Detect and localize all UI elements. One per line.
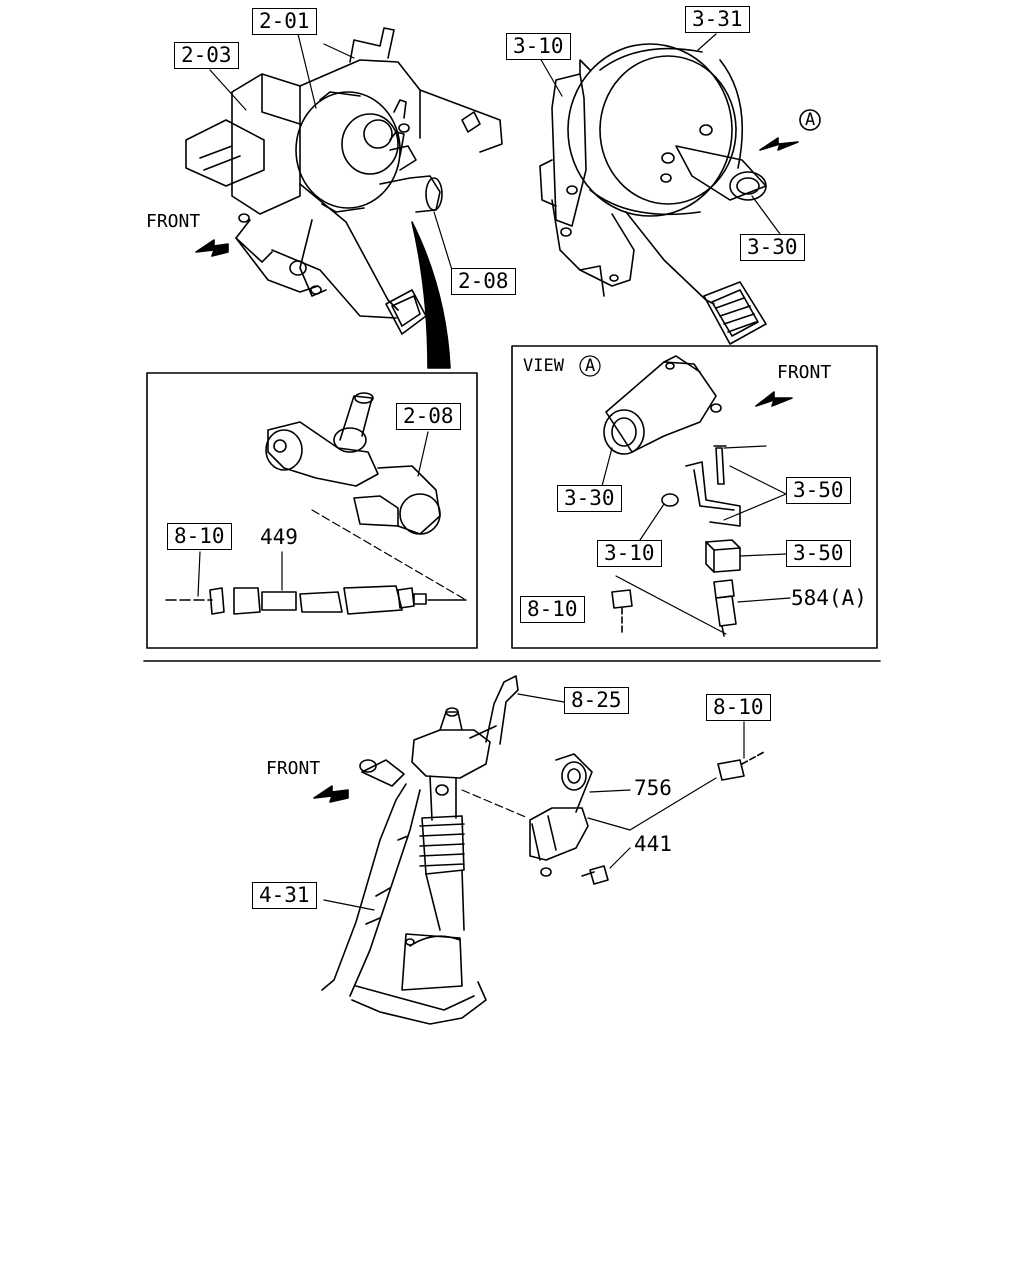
part-label-2-03: 2-03 [174, 42, 239, 69]
part-label-3-31: 3-31 [685, 6, 750, 33]
view-a-arrow-icon [759, 137, 799, 151]
part-label-2-08: 2-08 [451, 268, 516, 295]
part-label-3-50: 3-50 [786, 540, 851, 567]
front-label: FRONT [266, 758, 321, 779]
view-a-title: VIEW [523, 356, 564, 376]
part-label-2-01: 2-01 [252, 8, 317, 35]
brake-switch-bracket [661, 445, 741, 527]
part-label-8-10: 8-10 [520, 596, 585, 623]
part-label-3-10: 3-10 [506, 33, 571, 60]
leader-lines-bottom [323, 693, 745, 911]
leader-lines-detail-left [197, 431, 429, 597]
part-label-3-30: 3-30 [557, 485, 622, 512]
part-label-3-30: 3-30 [740, 234, 805, 261]
leader-lines-view-a [579, 355, 791, 603]
brake-booster [567, 43, 744, 217]
leader-lines-top-left [209, 33, 453, 271]
part-label-3-10: 3-10 [597, 540, 662, 567]
steering-lock-bracket [529, 753, 593, 877]
part-label-756: 756 [634, 776, 672, 800]
master-cylinder-pushrod [660, 124, 767, 201]
part-label-8-10: 8-10 [706, 694, 771, 721]
front-arrow-icon [195, 239, 229, 257]
detail-box-view-a [511, 345, 878, 649]
part-label-8-25: 8-25 [564, 687, 629, 714]
steering-column-support [321, 759, 487, 1025]
clutch-master-cylinder-detail [265, 392, 441, 535]
front-arrow-icon [755, 391, 793, 407]
front-arrow-icon [313, 785, 349, 803]
part-label-2-08: 2-08 [396, 403, 461, 430]
stopper-block [705, 539, 741, 573]
part-label-441: 441 [634, 832, 672, 856]
wire-connector-assembly [165, 585, 467, 615]
callout-arrow [411, 221, 451, 369]
dashed-line-detail [311, 509, 467, 601]
bolt [581, 865, 609, 885]
part-label-8-10: 8-10 [167, 523, 232, 550]
view-a-title-circle: A [585, 356, 596, 376]
front-label: FRONT [146, 211, 201, 232]
view-a-circle-icon [799, 109, 821, 131]
pedal-bracket-assembly [185, 27, 503, 335]
detail-box-clutch-switch [146, 372, 478, 649]
front-label: FRONT [777, 362, 832, 383]
clutch-master-cylinder-booster [295, 91, 443, 213]
part-label-449: 449 [260, 525, 298, 549]
connector-view-a [611, 589, 633, 635]
dashed-line-view-a [615, 575, 727, 635]
stop-light-switch [713, 579, 737, 637]
part-label-4-31: 4-31 [252, 882, 317, 909]
dashed-line-bottom [461, 789, 529, 819]
part-label-584a: 584(A) [791, 586, 867, 610]
connector-bottom [717, 751, 765, 781]
part-label-3-50: 3-50 [786, 477, 851, 504]
pushrod-detail [603, 355, 722, 455]
view-a-indicator-label: A [805, 110, 816, 130]
leader-lines-top-right [539, 33, 781, 235]
steering-column-boot [419, 815, 465, 931]
brake-pedal-bracket [539, 59, 767, 345]
steering-column-upper [411, 675, 519, 821]
